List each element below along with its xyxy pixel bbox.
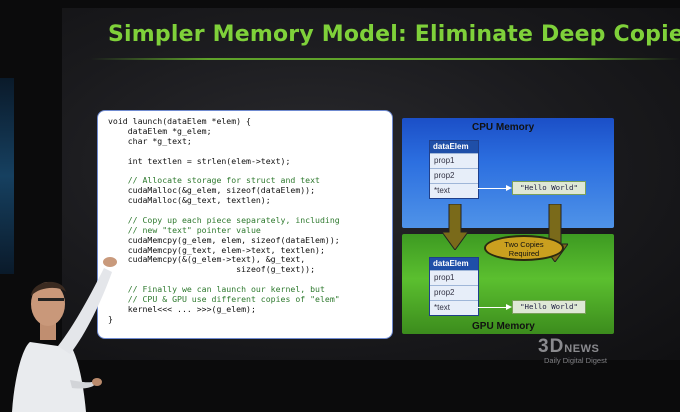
presenter-lower-arm (70, 380, 97, 389)
cpu-data-struct: dataElem prop1 prop2 *text (429, 140, 479, 199)
presenter-hair (31, 281, 66, 296)
cpu-struct-field: prop2 (430, 168, 478, 183)
gpu-pointer-arrowhead (506, 304, 512, 310)
badge-line-1: Two Copies (504, 240, 544, 249)
gpu-struct-field: prop1 (430, 270, 478, 285)
cpu-struct-field: *text (430, 183, 478, 198)
code-line: cudaMalloc(&g_text, textlen); (108, 195, 271, 206)
gpu-struct-field: prop2 (430, 285, 478, 300)
memory-diagram: CPU Memory dataElem prop1 prop2 *text "H… (402, 112, 614, 334)
cpu-memory-label: CPU Memory (472, 122, 535, 133)
code-line: kernel<<< ... >>>(g_elem); (108, 303, 256, 314)
cpu-struct-field: prop1 (430, 153, 478, 168)
cpu-pointer-arrow (478, 188, 508, 189)
presenter-hand (103, 257, 117, 267)
code-comment-line: // CPU & GPU use different copies of "el… (108, 294, 340, 305)
gpu-memory-label: GPU Memory (472, 321, 535, 332)
struct-copy-arrow (442, 204, 468, 250)
side-light (0, 78, 14, 274)
title-underline (90, 58, 680, 60)
watermark-subtitle: Daily Digital Digest (544, 356, 607, 365)
presenter-glasses (38, 298, 64, 301)
presenter-arm (58, 268, 112, 354)
gpu-hello-string: "Hello World" (512, 300, 586, 314)
presenter-lower-hand (92, 378, 102, 386)
code-panel: void launch(dataElem *elem) { dataElem *… (97, 110, 393, 339)
badge-line-2: Required (508, 249, 540, 258)
presenter-shirt (12, 342, 86, 412)
cpu-hello-string: "Hello World" (512, 181, 586, 195)
presenter-figure (12, 257, 117, 412)
slide-title: Simpler Memory Model: Eliminate Deep Cop… (108, 22, 680, 47)
code-line: } (108, 313, 113, 324)
watermark-mark: 3D (538, 336, 565, 357)
code-comment-line: // Allocate storage for struct and text (108, 175, 320, 186)
gpu-struct-header: dataElem (430, 258, 478, 270)
code-line: void launch(dataElem *elem) { (108, 116, 251, 126)
code-comment-line: // Finally we can launch our kernel, but (108, 284, 325, 295)
code-line: dataElem *g_elem; (108, 125, 212, 136)
code-line: cudaMemcpy(g_elem, elem, sizeof(dataElem… (108, 234, 340, 245)
code-line: sizeof(g_text)); (108, 264, 316, 275)
watermark-logo: 3DNEWS (538, 336, 648, 358)
cpu-pointer-arrowhead (506, 185, 512, 191)
code-line: char *g_text; (108, 135, 192, 146)
watermark-mark-suffix: NEWS (564, 343, 600, 355)
gpu-data-struct: dataElem prop1 prop2 *text (429, 257, 479, 316)
gpu-struct-field: *text (430, 300, 478, 315)
code-line: int textlen = strlen(elem->text); (108, 155, 291, 166)
code-line: cudaMemcpy(&(g_elem->text), &g_text, (108, 254, 306, 265)
code-comment-line: // new "text" pointer value (108, 224, 261, 235)
gpu-pointer-arrow (478, 307, 508, 308)
code-comment-line: // Copy up each piece separately, includ… (108, 214, 340, 225)
3dnews-watermark: 3DNEWS Daily Digital Digest (538, 336, 648, 380)
code-line: cudaMemcpy(g_text, elem->text, textlen); (108, 244, 325, 255)
two-copies-badge: Two Copies Required (484, 235, 564, 261)
code-line: cudaMalloc(&g_elem, sizeof(dataElem)); (108, 185, 316, 196)
presenter-head (31, 282, 65, 326)
presenter-neck (40, 322, 56, 340)
cpu-struct-header: dataElem (430, 141, 478, 153)
